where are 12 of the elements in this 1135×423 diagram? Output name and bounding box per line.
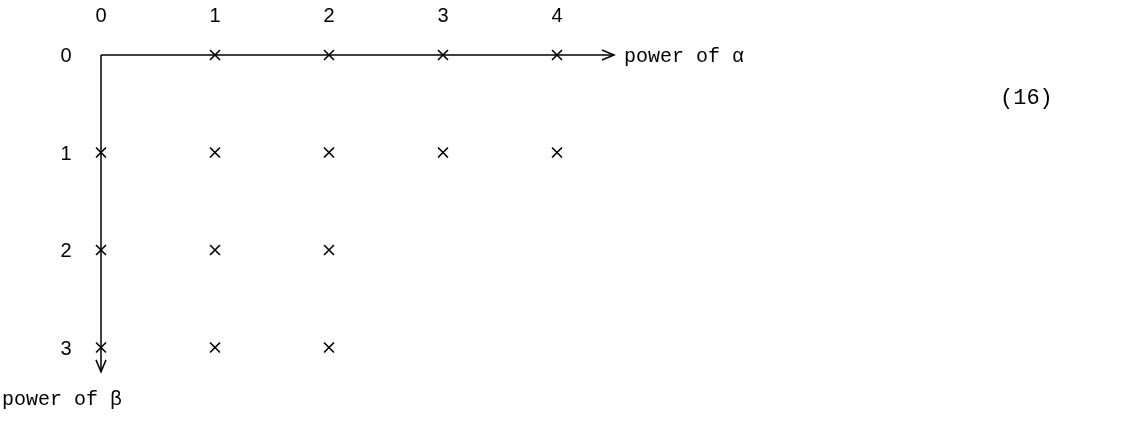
- axis-label: power of α: [624, 45, 745, 68]
- tick-label: 4: [551, 4, 563, 26]
- tick-label: 0: [95, 4, 107, 26]
- tick-label: 0: [60, 44, 72, 66]
- tick-label: 3: [60, 336, 72, 359]
- tick-label: 3: [437, 4, 449, 26]
- tick-label: 1: [60, 141, 72, 164]
- tick-label: 1: [209, 4, 221, 26]
- tick-label: 2: [323, 4, 335, 26]
- axis-label: power of β: [2, 387, 123, 411]
- tick-label: 2: [60, 239, 72, 261]
- equation-number: (16): [1000, 86, 1053, 111]
